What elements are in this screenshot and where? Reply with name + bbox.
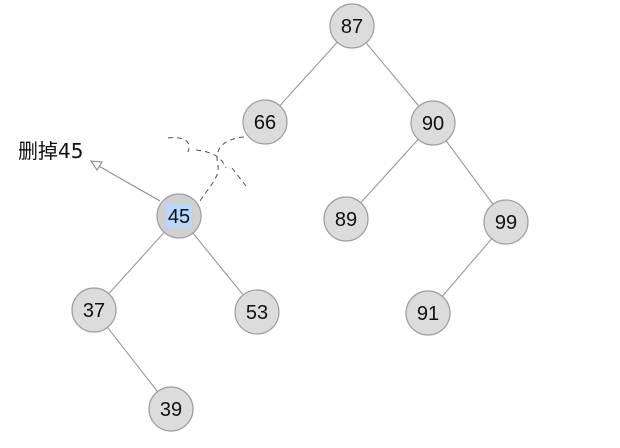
node-circle xyxy=(410,100,456,146)
annotation-label: 删掉45 xyxy=(18,139,83,163)
node-label: 39 xyxy=(160,399,182,421)
node-circle xyxy=(71,287,117,333)
node-circle xyxy=(242,99,288,145)
tree-nodes: 87 66 90 45 89 99 37 53 91 39 xyxy=(71,3,529,432)
broken-link-marks xyxy=(167,136,247,202)
tree-edges xyxy=(93,25,507,410)
node-label: 99 xyxy=(495,212,517,234)
node-label: 37 xyxy=(83,300,105,322)
tree-node-39: 39 xyxy=(148,386,194,432)
tree-node-99: 99 xyxy=(483,199,529,245)
node-circle xyxy=(329,3,375,49)
tree-node-87: 87 xyxy=(329,3,375,49)
node-circle xyxy=(234,289,280,335)
tree-node-45: 45 xyxy=(156,193,202,239)
node-label: 89 xyxy=(335,209,357,231)
node-label: 87 xyxy=(341,16,363,38)
tree-node-89: 89 xyxy=(323,196,369,242)
tree-node-66: 66 xyxy=(242,99,288,145)
node-label: 66 xyxy=(254,112,276,134)
tree-node-37: 37 xyxy=(71,287,117,333)
tree-node-53: 53 xyxy=(234,289,280,335)
node-circle xyxy=(405,290,451,336)
node-label: 90 xyxy=(422,113,444,135)
node-label: 53 xyxy=(246,302,268,324)
tree-node-90: 90 xyxy=(410,100,456,146)
node-label: 91 xyxy=(417,303,439,325)
selection-highlight xyxy=(166,204,192,228)
node-circle xyxy=(323,196,369,242)
node-circle xyxy=(148,386,194,432)
node-label: 45 xyxy=(168,206,190,228)
tree-node-91: 91 xyxy=(405,290,451,336)
annotation-arrow xyxy=(89,160,161,202)
node-circle xyxy=(483,199,529,245)
